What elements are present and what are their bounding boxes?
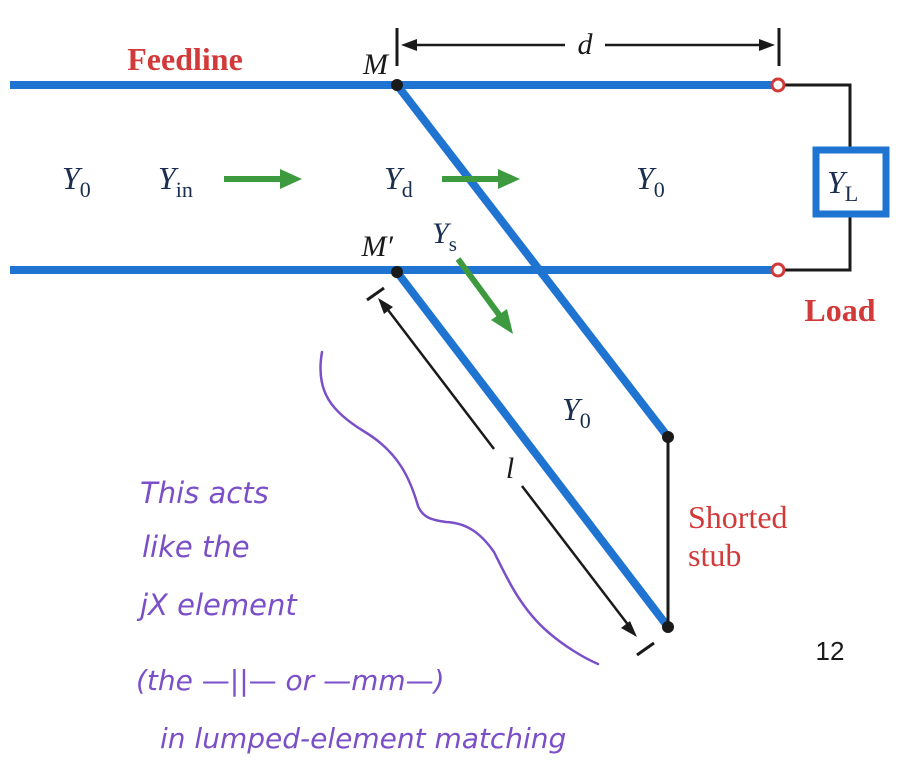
junction-dot-m [391, 79, 403, 91]
dim-l-tick-bottom [636, 641, 655, 657]
y0-right-label: Y0 [636, 160, 665, 202]
dim-l-line-lower [521, 485, 630, 627]
stub-lower-conductor [393, 269, 672, 630]
annotation-line-5: in lumped-element matching [160, 722, 566, 755]
dim-l-label: l [506, 452, 514, 485]
dim-l-arrowhead-top [378, 298, 393, 314]
stub-end-dot-top [662, 431, 674, 443]
annotation-line-3: jX element [136, 588, 298, 622]
annotation-line-1: This acts [140, 476, 269, 510]
load-wire-top [780, 83, 852, 150]
y-load-label: YL [827, 164, 858, 206]
load-wire-bottom [780, 216, 852, 272]
node-m-label: M [362, 48, 390, 81]
junction-dot-m-prime [391, 266, 403, 278]
y0-stub-label: Y0 [562, 391, 591, 433]
y-in-label: Yin [158, 160, 193, 202]
y-s-arrow-shaft [455, 257, 503, 318]
dim-d-arrowhead-right [759, 39, 775, 51]
y-s-arrow-head [491, 309, 513, 334]
node-m-prime-label: M′ [360, 230, 393, 263]
y0-left-label: Y0 [62, 160, 91, 202]
y-d-arrow-head [498, 169, 520, 189]
dim-d-arrowhead-left [401, 39, 417, 51]
load-admittance-box [812, 146, 890, 218]
y-in-arrow-head [280, 169, 302, 189]
annotation-line-2: like the [142, 530, 250, 564]
shorted-stub-label-line2: stub [688, 537, 741, 573]
load-label: Load [804, 292, 875, 328]
feedline-label: Feedline [127, 41, 243, 77]
shorted-stub-label-line1: Shorted [688, 499, 788, 535]
handwritten-brace [319, 350, 600, 666]
annotation-line-4: (the —||— or —mm—) [136, 664, 445, 697]
dim-l-arrowhead-bottom [621, 621, 637, 637]
load-terminal-top [770, 77, 786, 93]
y-d-label: Yd [384, 160, 413, 202]
dim-l-line-upper [384, 305, 495, 450]
load-terminal-bottom [770, 262, 786, 278]
y-s-label: Ys [432, 217, 457, 256]
stub-upper-conductor [393, 82, 672, 440]
page-number: 12 [816, 636, 845, 666]
stub-end-dot-bottom [662, 621, 674, 633]
dim-l-tick-top [366, 286, 385, 302]
dim-d-label: d [578, 28, 594, 61]
